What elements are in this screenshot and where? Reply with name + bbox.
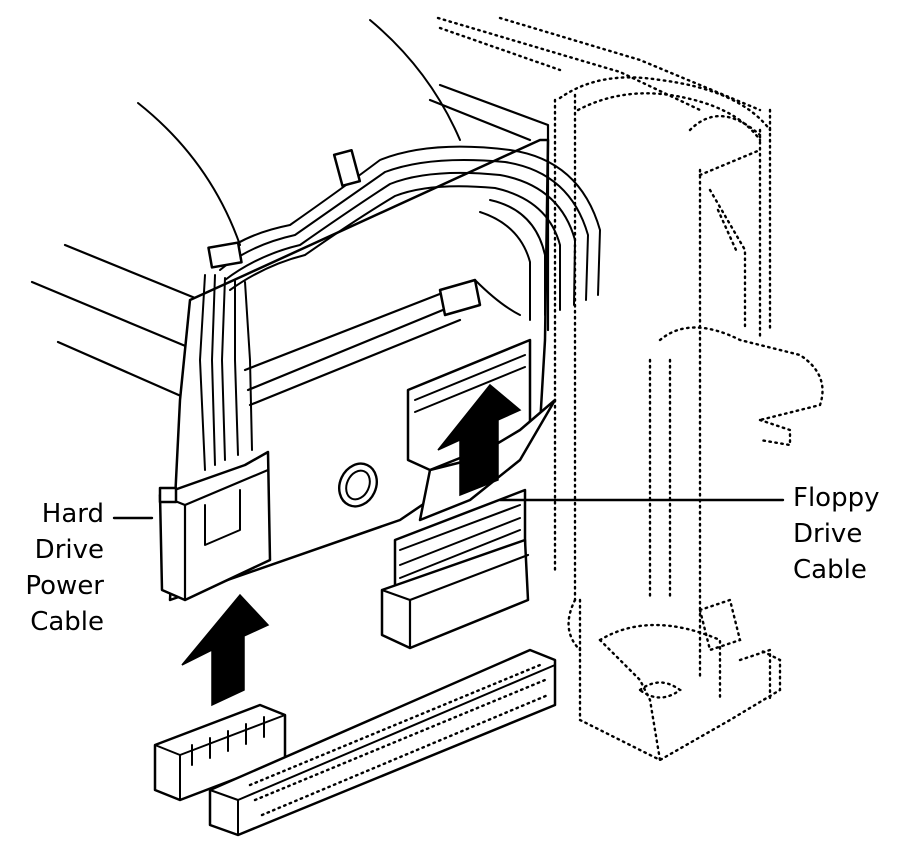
chassis-outline [436, 16, 824, 762]
cable-harness [207, 145, 601, 321]
hard-drive-power-connector [158, 274, 272, 602]
floppy-drive-cable-label: Floppy Drive Cable [793, 480, 893, 588]
label-line: Cable [30, 607, 104, 637]
label-line: Cable [793, 555, 867, 585]
arrow-up-icon [181, 593, 270, 707]
floppy-drive-connector [380, 338, 557, 650]
label-line: Floppy [793, 483, 880, 513]
label-line: Power [25, 571, 104, 601]
label-line: Drive [34, 535, 104, 565]
arrow-up-icon [437, 383, 522, 497]
board-headers [153, 648, 557, 837]
label-line: Drive [793, 519, 863, 549]
hard-drive-power-cable-label: Hard Drive Power Cable [0, 496, 104, 640]
label-line: Hard [41, 499, 104, 529]
